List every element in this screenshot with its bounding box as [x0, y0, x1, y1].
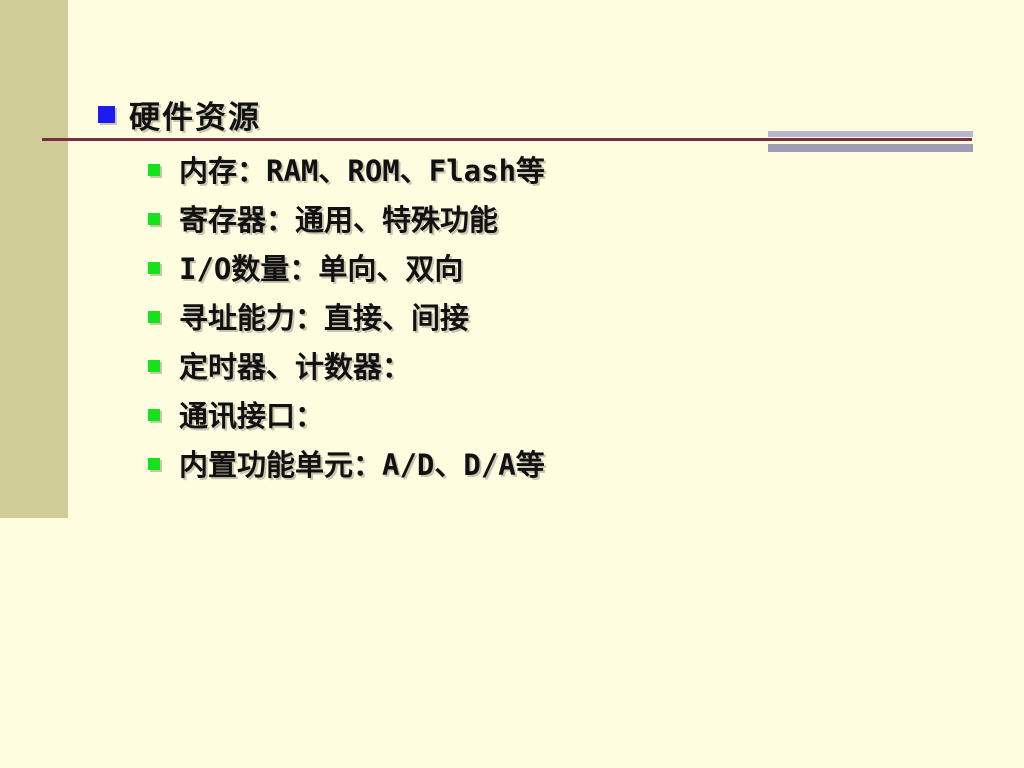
square-bullet-icon	[148, 408, 160, 421]
slide-title: 硬件资源	[129, 100, 261, 136]
title-divider	[42, 138, 972, 141]
list-item: I/O数量：单向、双向	[148, 242, 545, 291]
list-item-text: 内存：RAM、ROM、Flash等	[179, 153, 546, 188]
square-bullet-icon	[148, 310, 160, 323]
square-bullet-icon	[148, 163, 160, 176]
list-item-text: I/O数量：单向、双向	[179, 251, 464, 286]
square-bullet-icon	[148, 359, 160, 372]
list-item-text: 寻址能力：直接、间接	[179, 300, 470, 335]
list-item: 定时器、计数器：	[148, 340, 545, 389]
list-item: 通讯接口：	[148, 389, 545, 438]
square-bullet-icon	[148, 457, 160, 470]
list-item-text: 内置功能单元：A/D、D/A等	[179, 447, 545, 482]
square-bullet-icon	[98, 106, 115, 123]
square-bullet-icon	[148, 261, 160, 274]
list-item-text: 定时器、计数器：	[179, 349, 412, 384]
list-item-text: 通讯接口：	[179, 398, 325, 433]
bullet-list: 内存：RAM、ROM、Flash等 寄存器：通用、特殊功能 I/O数量：单向、双…	[148, 144, 545, 487]
list-item: 内存：RAM、ROM、Flash等	[148, 144, 545, 193]
left-decorative-bar	[0, 0, 68, 518]
list-item: 寻址能力：直接、间接	[148, 291, 545, 340]
list-item: 寄存器：通用、特殊功能	[148, 193, 545, 242]
title-row: 硬件资源	[98, 92, 261, 137]
divider-accent	[768, 131, 973, 152]
list-item: 内置功能单元：A/D、D/A等	[148, 438, 545, 487]
list-item-text: 寄存器：通用、特殊功能	[179, 202, 499, 237]
square-bullet-icon	[148, 212, 160, 225]
